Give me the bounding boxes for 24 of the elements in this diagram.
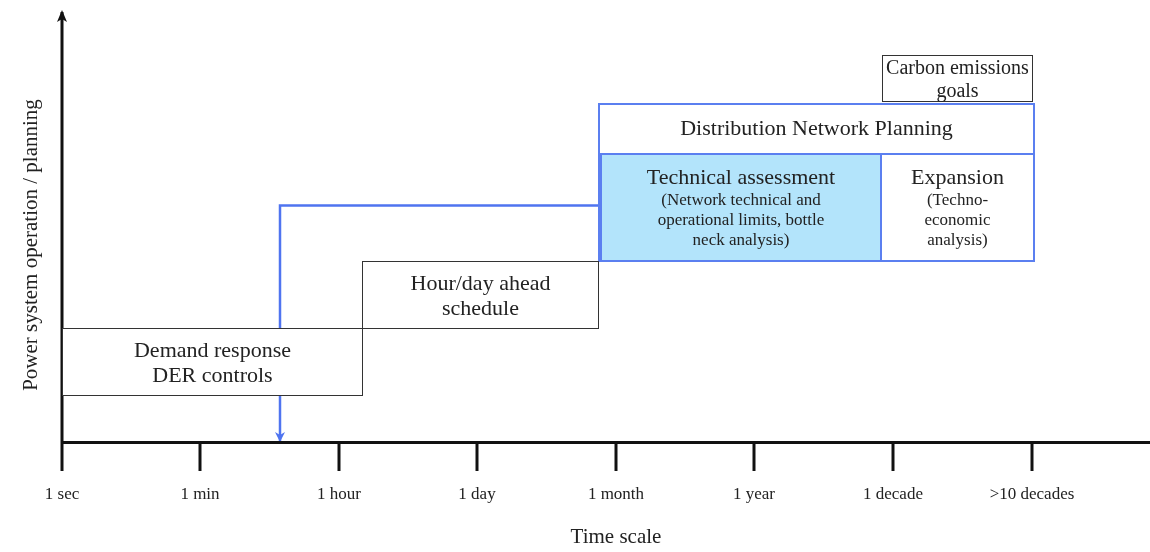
group-box xyxy=(598,103,1035,262)
tick-label: 1 hour xyxy=(317,484,361,504)
process-box xyxy=(362,261,599,329)
x-axis-title: Time scale xyxy=(570,524,662,549)
y-axis-title: Power system operation / planning xyxy=(17,99,43,391)
box-title: Expansion xyxy=(911,164,1004,190)
box-description: (Network technical and operational limits, bottle neck analysis) xyxy=(656,189,826,251)
tick-label: 1 sec xyxy=(44,484,80,504)
box-title: Technical assessment xyxy=(646,164,836,190)
box-title: Hour/day ahead schedule xyxy=(409,269,552,321)
arrow xyxy=(275,396,285,442)
tick-label: 1 day xyxy=(458,484,496,504)
box-description: (Techno-economic analysis) xyxy=(923,189,992,251)
group-heading: Distribution Network Planning xyxy=(680,114,953,143)
x-axis-line xyxy=(62,441,1150,444)
tick-label: 1 year xyxy=(733,484,775,504)
process-box xyxy=(62,328,363,396)
box-title: Demand response DER controls xyxy=(133,336,292,388)
tick-label: >10 decades xyxy=(989,484,1075,504)
highlighted-box xyxy=(600,153,882,262)
tick-label: 1 month xyxy=(587,484,645,504)
tick-label: 1 min xyxy=(180,484,220,504)
box-title: Carbon emissions goals xyxy=(885,55,1030,102)
tick-label: 1 decade xyxy=(863,484,923,504)
